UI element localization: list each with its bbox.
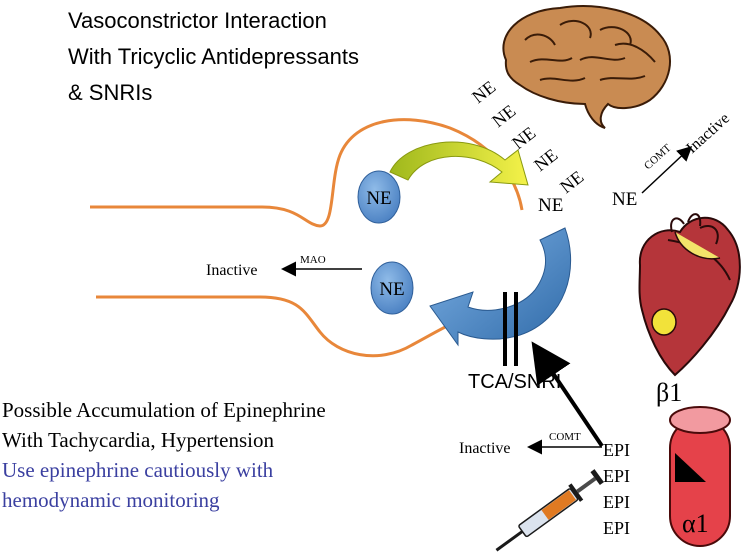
released-ne-4: NE bbox=[530, 145, 561, 176]
released-ne-1: NE bbox=[468, 77, 499, 108]
alpha1-label: α1 bbox=[682, 509, 709, 538]
released-ne-6: NE bbox=[538, 195, 563, 216]
epi-stack: EPI EPI EPI EPI bbox=[603, 440, 630, 538]
mao-pathway: Inactive MAO bbox=[206, 254, 362, 279]
receptor-notch bbox=[675, 453, 706, 482]
heart-receptor-dot bbox=[651, 308, 677, 336]
released-ne-3: NE bbox=[508, 123, 539, 154]
caption-line-2: With Tachycardia, Hypertension bbox=[2, 428, 274, 452]
heart-illustration bbox=[638, 213, 741, 377]
vesicle-top-label: NE bbox=[366, 188, 391, 209]
mao-product: Inactive bbox=[206, 262, 258, 279]
vesicle-bottom-label: NE bbox=[379, 279, 404, 300]
released-ne-5: NE bbox=[556, 167, 587, 198]
caption-line-3: Use epinephrine cautiously with bbox=[2, 458, 274, 482]
released-ne-2: NE bbox=[488, 101, 519, 132]
epi-1: EPI bbox=[603, 440, 630, 460]
epi-3: EPI bbox=[603, 492, 630, 512]
caption-line-4: hemodynamic monitoring bbox=[2, 488, 220, 512]
syringe-illustration bbox=[495, 469, 604, 552]
epi-4: EPI bbox=[603, 518, 630, 538]
reuptake-arrow bbox=[429, 227, 572, 347]
alpha1-receptor-tube: α1 bbox=[669, 406, 731, 547]
title-line-3: & SNRIs bbox=[68, 80, 152, 105]
title-line-2: With Tricyclic Antidepressants bbox=[68, 44, 359, 69]
ne-comt-pathway: NE COMT Inactive bbox=[612, 110, 733, 210]
title-line-1: Vasoconstrictor Interaction bbox=[68, 8, 327, 33]
vesicle-top bbox=[357, 170, 401, 224]
epi-arrow bbox=[531, 341, 604, 448]
epi-comt-product: Inactive bbox=[459, 440, 511, 457]
vesicle-bottom bbox=[370, 261, 414, 315]
epi-comt-pathway: Inactive COMT bbox=[459, 431, 602, 457]
epi-comt-enzyme: COMT bbox=[549, 431, 581, 443]
caption: Possible Accumulation of Epinephrine Wit… bbox=[2, 398, 326, 512]
ne-comt-product: Inactive bbox=[683, 110, 733, 157]
caption-line-1: Possible Accumulation of Epinephrine bbox=[2, 398, 326, 422]
ne-comt-arrow bbox=[641, 145, 693, 194]
beta1-label: β1 bbox=[656, 378, 682, 407]
ne-comt-substrate: NE bbox=[612, 189, 637, 210]
tca-snri-label: TCA/SNRI bbox=[468, 371, 561, 393]
mao-enzyme: MAO bbox=[300, 254, 326, 266]
brain-illustration bbox=[502, 5, 672, 129]
title: Vasoconstrictor Interaction With Tricycl… bbox=[68, 8, 359, 105]
epi-2: EPI bbox=[603, 466, 630, 486]
release-arrow bbox=[389, 141, 529, 186]
